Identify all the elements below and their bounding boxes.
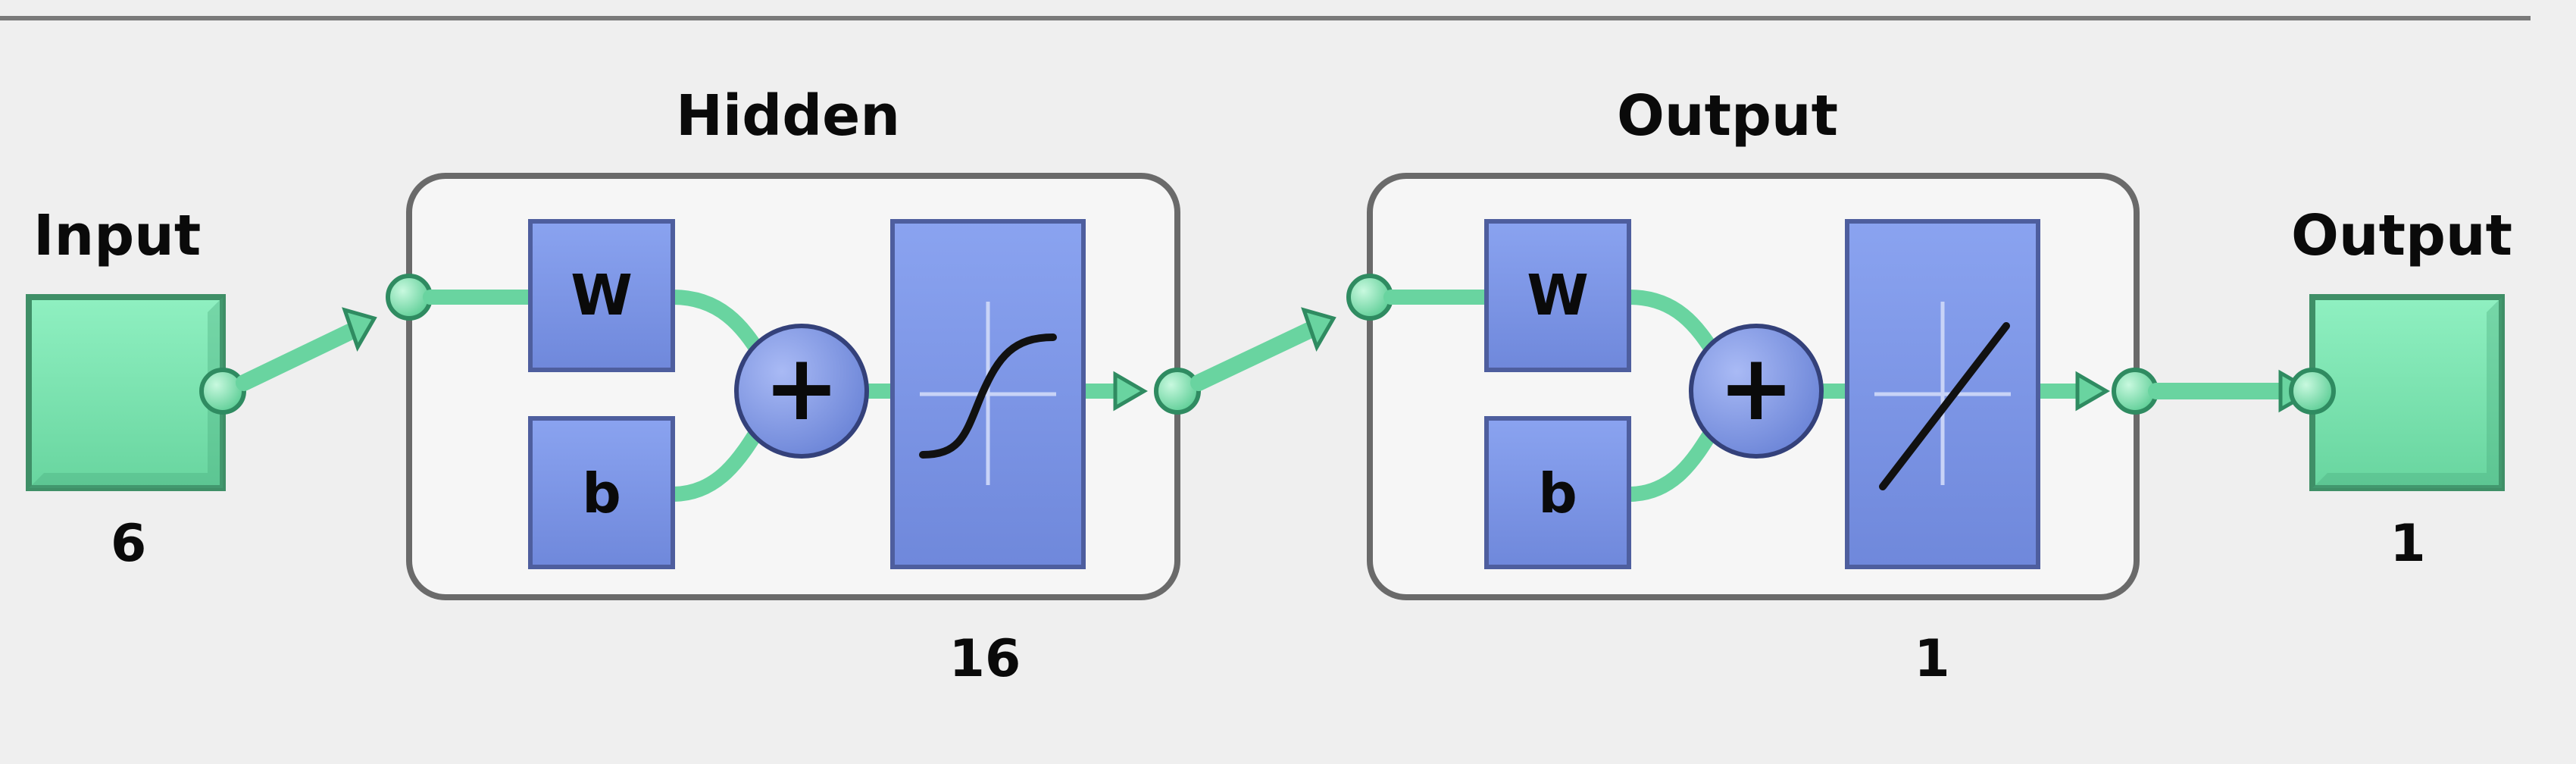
- final-output-box: [2309, 294, 2505, 491]
- output-title: Output: [2291, 203, 2512, 268]
- input-output-node: [199, 368, 246, 415]
- hidden-bias-label: b: [582, 462, 621, 525]
- hidden-output-arrow-head: [1113, 371, 1148, 412]
- output-layer-bias-block: [1484, 416, 1631, 569]
- output-size: 1: [2390, 514, 2425, 574]
- input-arrow-head: [342, 307, 377, 352]
- hidden-size: 16: [949, 629, 1021, 689]
- output-layer-weight-block: [1484, 219, 1631, 372]
- hidden-bias-block: [528, 416, 675, 569]
- output-layer-bias-label: b: [1538, 462, 1577, 525]
- hidden-sum-node: [734, 324, 869, 459]
- hidden-sum-label: +: [764, 336, 840, 441]
- output-layer-weight-label: W: [1527, 263, 1589, 328]
- output-layer-arrow-head: [1301, 307, 1336, 352]
- output-layer-size: 1: [1914, 629, 1949, 689]
- input-title: Input: [33, 203, 201, 268]
- input-to-hidden-connector: [236, 319, 367, 391]
- hidden-sigmoid-curve: [919, 333, 1057, 459]
- hidden-weight-label: W: [571, 263, 633, 328]
- input-box: [26, 294, 226, 491]
- input-size: 6: [111, 514, 146, 574]
- output-layer-title: Output: [1617, 83, 1838, 149]
- output-layer-sum-label: +: [1718, 336, 1795, 441]
- final-output-input-node: [2289, 368, 2336, 415]
- hidden-to-output-layer-connector: [1190, 319, 1324, 391]
- output-layer-sum-node: [1689, 324, 1824, 459]
- hidden-title: Hidden: [676, 83, 900, 149]
- output-layer-linear-line: [1879, 322, 2010, 490]
- hidden-output-node: [1154, 368, 1201, 415]
- hidden-weight-block: [528, 219, 675, 372]
- output-layer-output-arrow-head: [2075, 371, 2110, 412]
